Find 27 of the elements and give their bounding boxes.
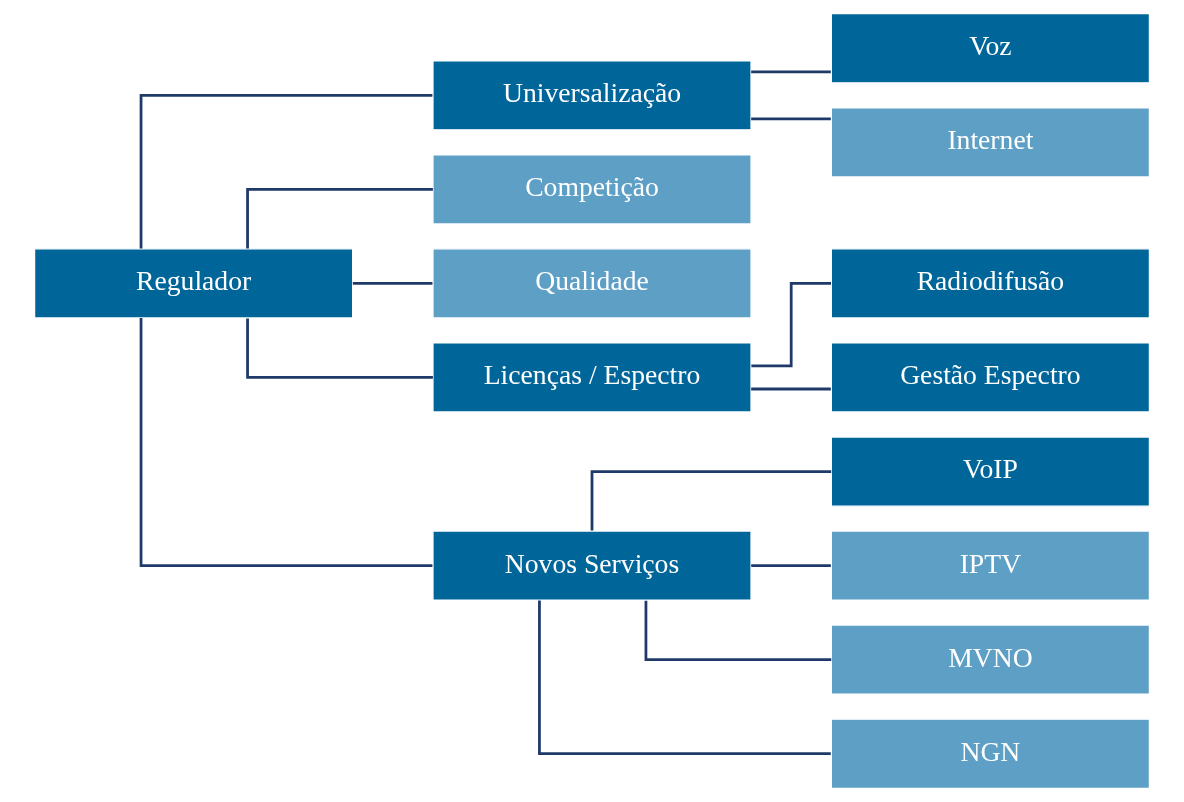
node-box: Regulador	[33, 248, 354, 319]
node-box: Internet	[830, 107, 1151, 178]
node-box: NGN	[830, 718, 1151, 789]
connector	[246, 318, 433, 379]
connector	[590, 470, 832, 531]
connector	[139, 318, 433, 567]
connector	[644, 600, 832, 662]
node-box: VoIP	[830, 436, 1151, 507]
connector	[751, 387, 831, 391]
node-box: Universalização	[432, 60, 752, 131]
node-box: Qualidade	[432, 248, 752, 319]
node-box: Gestão Espectro	[830, 342, 1151, 413]
node-box: Voz	[830, 13, 1151, 84]
node-box: IPTV	[830, 530, 1151, 601]
connector	[352, 282, 433, 285]
connector	[751, 117, 831, 121]
node-box: Competição	[432, 154, 752, 225]
connector	[139, 93, 433, 249]
connector	[751, 564, 831, 567]
connector	[751, 70, 831, 74]
node-box: Radiodifusão	[830, 248, 1151, 319]
node-box: MVNO	[830, 624, 1151, 695]
connector	[538, 600, 831, 756]
node-box: Licenças / Espectro	[432, 342, 752, 413]
node-box: Novos Serviços	[432, 530, 752, 601]
connector	[751, 282, 831, 368]
connector	[246, 187, 433, 249]
